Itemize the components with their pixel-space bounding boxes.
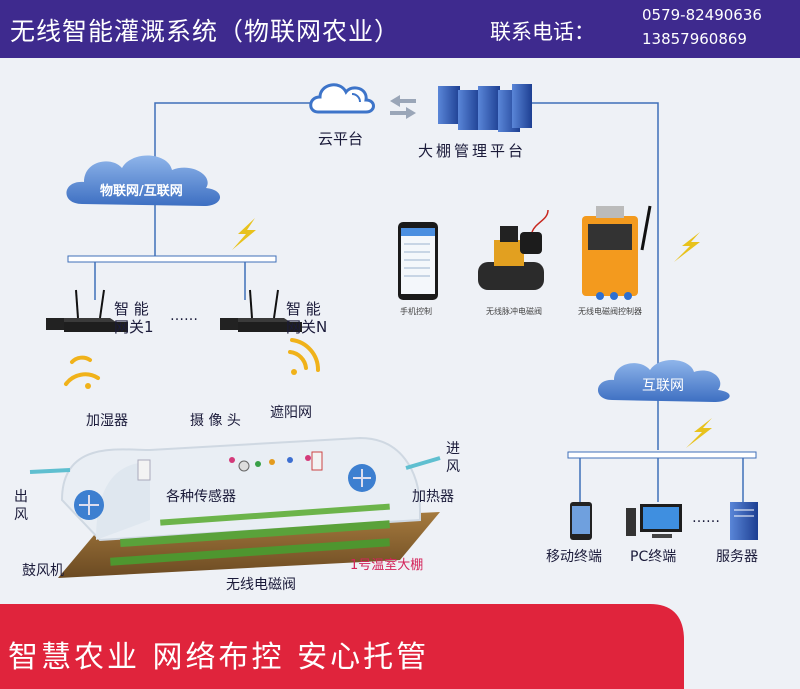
header-banner: 无线智能灌溉系统（物联网农业） 联系电话： 0579-82490636 1385… [0, 0, 800, 58]
contact-label: 联系电话： [490, 20, 595, 44]
iot-cloud-label: 物联网/互联网 [100, 184, 183, 199]
blower-label: 鼓风机 [22, 563, 64, 579]
cloud-platform-label: 云平台 [318, 130, 364, 148]
camera-label: 摄 像 头 [190, 413, 241, 429]
greenhouse-title: 1号温室大棚 [350, 558, 424, 573]
fan-icon-left [74, 490, 104, 520]
valve-label: 无线电磁阀 [226, 577, 296, 593]
pulse-valve-device-icon [478, 209, 549, 290]
footer-band [0, 604, 684, 689]
mobile-terminal-icon [570, 502, 592, 540]
terminal-dots: …… [692, 510, 720, 526]
sensor-dots [229, 455, 311, 467]
line-cloud-to-iot [154, 102, 310, 170]
air-in-arrow [405, 456, 441, 470]
gateway-ellipsis: …… [170, 308, 198, 324]
humidifier-label: 加湿器 [86, 413, 128, 429]
smartphone-device-icon [398, 222, 438, 300]
server-label: 服务器 [716, 549, 758, 565]
wifi-icon-right [288, 338, 321, 375]
heater-label: 加热器 [412, 489, 454, 505]
crop-rows [110, 503, 390, 566]
footer-slogan: 智慧农业 网络布控 安心托管 [8, 640, 430, 675]
heater-box [311, 451, 323, 471]
gateway-1-label-line2: 网关1 [114, 318, 154, 336]
air-in-label-2: 风 [446, 459, 460, 475]
shade-net-label: 遮阳网 [270, 405, 312, 421]
sync-arrows-icon [390, 95, 416, 119]
greenhouse-platform-label: 大棚管理平台 [418, 142, 527, 160]
pc-terminal-icon [626, 504, 682, 538]
wifi-icon-left [64, 355, 100, 389]
controller-label: 无线电磁阀控制器 [578, 307, 642, 316]
iot-cloud-shape [66, 155, 221, 206]
server-cluster-icon [438, 84, 532, 132]
lightning-icon-right-bottom [686, 418, 712, 448]
phone-number-1: 0579-82490636 [642, 6, 762, 24]
phone-control-label: 手机控制 [400, 307, 432, 316]
greenhouse-illustration [29, 436, 441, 578]
cloud-platform-icon [309, 83, 375, 114]
fan-icon-right [348, 464, 376, 492]
pc-terminal-label: PC终端 [630, 549, 677, 565]
internet-cloud-shape [597, 360, 730, 402]
air-out-arrow [29, 468, 71, 474]
internet-cloud-label: 互联网 [642, 378, 684, 394]
right-network-bus [567, 451, 757, 459]
network-lines [94, 102, 744, 502]
camera-icon [238, 460, 250, 472]
phone-number-2: 13857960869 [642, 30, 747, 48]
server-terminal-icon [730, 502, 758, 540]
humidifier-box [137, 459, 151, 481]
left-network-bus [67, 255, 277, 263]
mobile-terminal-label: 移动终端 [546, 549, 602, 565]
page-title: 无线智能灌溉系统（物联网农业） [10, 17, 401, 46]
gateway-1-label-line1: 智 能 [114, 300, 149, 318]
air-out-label-2: 风 [14, 507, 28, 523]
lightning-icon-left [232, 218, 256, 250]
gateway-n-label-line2: 网关N [286, 318, 328, 336]
air-in-label-1: 进 [446, 441, 460, 457]
gateway-n-icon [220, 289, 302, 332]
gateway-n-label-line1: 智 能 [286, 300, 321, 318]
pulse-valve-label: 无线脉冲电磁阀 [486, 307, 542, 316]
lightning-icon-right-top [674, 232, 700, 262]
gateway-1-icon [46, 289, 128, 332]
sensors-label: 各种传感器 [166, 489, 236, 505]
air-out-label-1: 出 [14, 489, 28, 505]
valve-controller-device-icon [582, 205, 652, 300]
line-platform-to-right [532, 102, 659, 370]
